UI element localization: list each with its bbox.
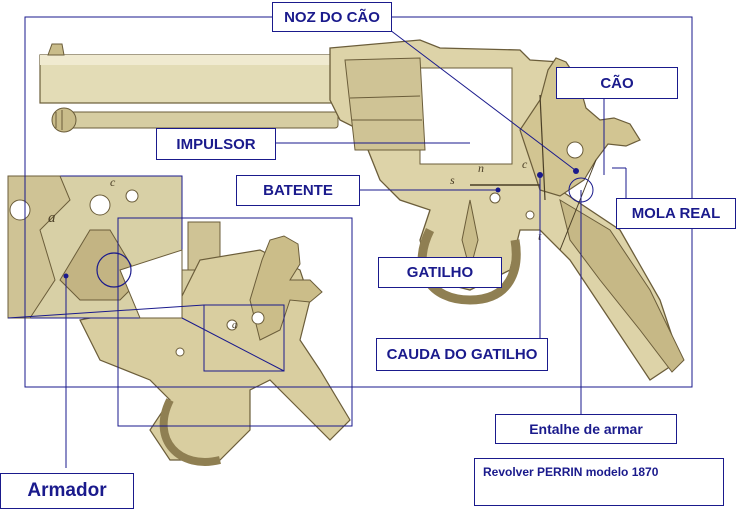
label-impulsor: IMPULSOR xyxy=(156,128,276,160)
ejector-rod xyxy=(65,111,339,129)
gatilho-marker xyxy=(537,172,543,178)
annotation-markers xyxy=(495,168,594,203)
cylinder xyxy=(344,57,426,151)
inset-highlight-circle xyxy=(96,252,132,288)
upper-revolver: n s c t xyxy=(39,39,685,381)
lower-hammer xyxy=(249,235,323,341)
letter-a-lower: a xyxy=(232,320,237,331)
cylinder-window xyxy=(419,67,513,165)
letter-s: s xyxy=(450,173,455,187)
label-cao: CÃO xyxy=(556,67,678,99)
front-sight xyxy=(47,43,65,56)
caption-box: Revolver PERRIN modelo 1870 xyxy=(474,458,724,506)
lower-trigger-guard xyxy=(159,398,221,466)
hammer-drawing xyxy=(519,57,641,197)
label-batente: BATENTE xyxy=(236,175,360,206)
label-cauda-do-gatilho: CAUDA DO GATILHO xyxy=(376,338,548,371)
label-gatilho: GATILHO xyxy=(378,257,502,288)
letter-n: n xyxy=(478,161,484,175)
mola-real-highlight xyxy=(568,177,594,203)
label-armador: Armador xyxy=(0,473,134,509)
caption-text: Revolver PERRIN modelo 1870 xyxy=(483,465,659,479)
label-mola-real: MOLA REAL xyxy=(616,198,736,229)
inset-magnified-view: a c xyxy=(7,175,183,319)
impulsor-marker xyxy=(495,187,501,193)
noz-marker xyxy=(573,168,579,174)
label-noz-do-cao: NOZ DO CÃO xyxy=(272,2,392,32)
grip xyxy=(559,198,685,373)
label-entalhe-de-armar: Entalhe de armar xyxy=(495,414,677,444)
letter-c: c xyxy=(522,157,528,171)
letter-c-inset: c xyxy=(110,175,116,189)
letter-a-inset: a xyxy=(48,210,56,226)
